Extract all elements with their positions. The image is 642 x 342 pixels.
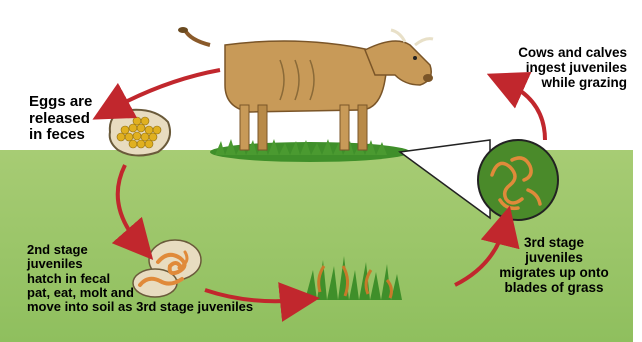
second-stage-label: 2nd stage juveniles hatch in fecal pat, … xyxy=(27,243,253,314)
egg-cluster-icon xyxy=(110,110,170,156)
cows-ingest-label: Cows and calves ingest juveniles while g… xyxy=(467,46,627,91)
eggs-released-label: Eggs are released in feces xyxy=(29,94,92,144)
third-stage-label: 3rd stage juveniles migrates up onto bla… xyxy=(466,236,642,295)
